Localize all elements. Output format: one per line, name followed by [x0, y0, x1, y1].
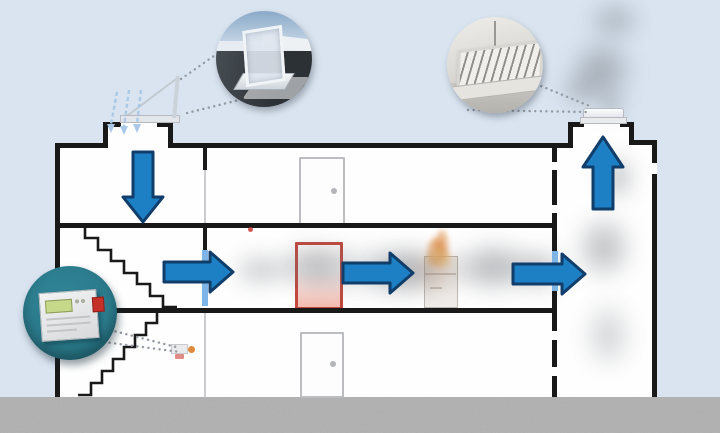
air-dash — [135, 89, 143, 125]
arrow-flow-1 — [162, 250, 235, 294]
panel-led — [80, 298, 86, 304]
air-dash — [122, 89, 131, 127]
door-knob-icon — [330, 361, 336, 367]
parapet-left-top-b — [157, 122, 173, 127]
roofline-middle — [170, 143, 572, 148]
panel-led — [74, 299, 80, 304]
smoke-shaft — [568, 280, 648, 390]
roofline-left — [55, 143, 105, 148]
panel-row — [46, 328, 78, 333]
exhaust-vent-lip — [580, 117, 627, 124]
air-dash-head — [107, 124, 115, 133]
connector-dotted — [534, 82, 594, 109]
shaft-parapet-top-b — [620, 122, 634, 127]
shaft-parapet-left — [568, 122, 573, 148]
shaft-wall-opening — [552, 367, 557, 376]
hatch-brace — [126, 78, 177, 117]
roof-hatch-photo — [216, 11, 312, 107]
roof-hatch-base — [120, 115, 180, 123]
roofline-right — [632, 140, 657, 145]
shaft-wall-opening — [552, 162, 557, 170]
stairwell-wall-mid — [203, 227, 207, 252]
stairwell-wall-top — [203, 143, 207, 170]
shaft-parapet-top-a — [568, 122, 584, 127]
control-panel — [23, 266, 117, 360]
parapet-left-side-b — [168, 122, 173, 148]
ceiling-detector-dot — [248, 227, 253, 232]
connector-dotted — [102, 340, 182, 354]
top-floor-partition — [204, 168, 206, 223]
top-floor-door — [299, 157, 345, 225]
floor-slab-1 — [57, 223, 557, 228]
call-point-indicator — [188, 346, 195, 353]
connector-dotted — [108, 328, 182, 350]
air-dash — [109, 91, 119, 125]
shaft-parapet-right — [629, 122, 634, 145]
door-knob-icon — [331, 188, 337, 194]
bottom-floor-partition — [204, 312, 206, 397]
air-dash-head — [120, 126, 128, 135]
wall-call-point — [171, 344, 188, 354]
photo-mast — [494, 21, 496, 51]
stairs-lower-flight — [78, 311, 159, 397]
bottom-floor-door — [300, 332, 344, 398]
parapet-left-side — [103, 122, 108, 148]
air-dash-head — [133, 124, 141, 133]
smoke-plume — [572, 0, 657, 53]
arrow-up-exhaust — [581, 135, 625, 211]
right-outer-wall — [652, 140, 657, 397]
panel-alarm-button — [91, 296, 105, 313]
arrow-flow-2 — [341, 251, 415, 295]
panel-row — [46, 315, 91, 321]
call-point-red-chip — [175, 354, 184, 359]
arrow-flow-3 — [511, 252, 587, 296]
panel-display — [44, 298, 73, 314]
stairs-upper-flight — [83, 227, 177, 309]
panel-box — [38, 289, 105, 342]
shaft-wall-opening — [552, 205, 557, 213]
photo-hatch-lid — [242, 24, 286, 88]
right-wall-opening — [652, 163, 657, 174]
shaft-wall-opening — [552, 331, 557, 340]
floor-slab-2 — [57, 308, 557, 313]
louver-vent-photo — [447, 17, 543, 113]
ground-strip — [0, 397, 720, 433]
panel-row — [46, 321, 91, 327]
arrow-down-inlet — [121, 150, 165, 224]
